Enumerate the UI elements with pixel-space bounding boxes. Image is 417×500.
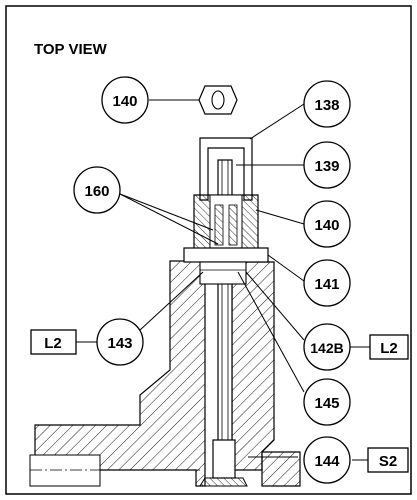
svg-text:S2: S2 — [379, 453, 397, 470]
svg-text:140: 140 — [314, 217, 339, 234]
svg-text:144: 144 — [314, 453, 340, 470]
svg-text:145: 145 — [314, 395, 339, 412]
leader-lines — [76, 99, 370, 461]
callout-139: 139 — [303, 141, 351, 189]
callout-142b: 142B — [303, 323, 351, 371]
callout-141: 141 — [303, 259, 351, 307]
callout-143: 143 — [96, 318, 144, 366]
top-view-part-icon — [198, 85, 238, 115]
tag-s2: S2 — [367, 447, 409, 473]
svg-text:139: 139 — [314, 158, 339, 175]
svg-text:L2: L2 — [44, 335, 62, 352]
tag-l2-left: L2 — [30, 329, 77, 355]
svg-text:L2: L2 — [380, 340, 398, 357]
callout-145: 145 — [303, 378, 351, 426]
svg-text:138: 138 — [314, 97, 339, 114]
gland-nut-140 — [193, 194, 259, 251]
callout-138: 138 — [303, 80, 351, 128]
tag-l2-right: L2 — [369, 334, 409, 360]
callout-140-top: 140 — [101, 76, 149, 124]
svg-text:142B: 142B — [310, 340, 343, 356]
svg-text:143: 143 — [107, 335, 132, 352]
svg-text:140: 140 — [112, 93, 137, 110]
drawing-border — [5, 5, 412, 495]
callout-144: 144 — [303, 436, 351, 484]
svg-text:141: 141 — [314, 276, 339, 293]
top-view-title: TOP VIEW — [34, 41, 108, 58]
callout-160: 160 — [73, 166, 121, 214]
callout-140: 140 — [303, 200, 351, 248]
svg-text:160: 160 — [84, 183, 109, 200]
housing-body — [29, 260, 301, 487]
